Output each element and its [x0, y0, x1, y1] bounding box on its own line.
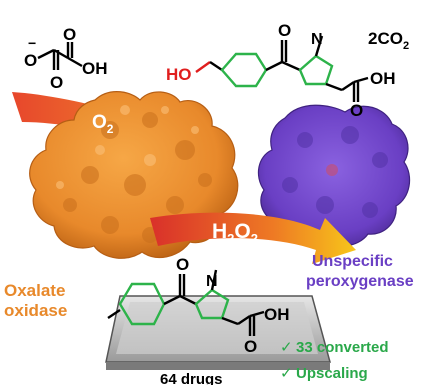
check-icon: ✓	[280, 365, 293, 382]
oxalate-charge: −	[28, 35, 36, 51]
oxalate-o-minus: O	[24, 51, 37, 70]
oxalate-oh: OH	[82, 59, 108, 78]
product-acid-o: O	[350, 101, 363, 120]
product-carbonyl-o: O	[278, 21, 291, 40]
product-molecule	[195, 35, 369, 102]
check-icon: ✓	[280, 339, 293, 356]
active-site	[326, 164, 338, 176]
converted-text: 33 converted	[296, 339, 389, 356]
h2o2-label: H2O2	[212, 220, 258, 246]
oxidase-label-line2: oxidase	[4, 301, 67, 320]
product-hydroxyl: HO	[166, 65, 192, 84]
o2-label: O2	[92, 112, 114, 136]
oxidase-label-line1: Oxalate	[4, 281, 65, 300]
oxalate-oxidase-texture	[63, 112, 212, 243]
substrate-carbonyl-o: O	[176, 255, 189, 274]
product-nitrogen: N	[311, 31, 323, 48]
result-converted: ✓ 33 converted	[280, 339, 389, 356]
upscaling-text: Upscaling	[296, 365, 368, 382]
substrate-acid-oh: OH	[264, 305, 290, 324]
peroxygenase-label-line2: peroxygenase	[306, 273, 414, 290]
substrate-acid-o: O	[244, 337, 257, 356]
oxalate-o-top: O	[63, 25, 76, 44]
well-plate	[105, 295, 331, 370]
substrate-molecule	[107, 269, 265, 336]
bottom-arrow	[150, 212, 356, 264]
product-acid-oh: OH	[370, 69, 396, 88]
result-upscaling: ✓ Upscaling	[280, 365, 368, 382]
oxalate-o-bottom: O	[50, 73, 63, 92]
plate-caption: 64 drugs	[160, 371, 223, 385]
peroxygenase-label-line1: Unspecific	[312, 253, 393, 270]
co2-label: 2CO2	[368, 29, 409, 52]
peroxygenase-texture	[282, 126, 388, 218]
oxalate-molecule	[37, 42, 83, 70]
substrate-nitrogen: N	[206, 273, 218, 290]
